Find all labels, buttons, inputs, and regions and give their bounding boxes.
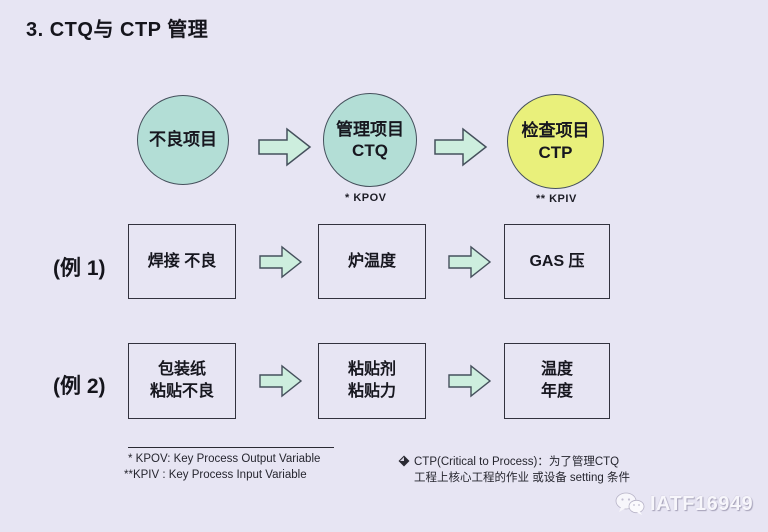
circle-ctq: 管理项目 CTQ <box>323 93 417 187</box>
footnote-ctp-line1: CTP(Critical to Process)：为了管理CTQ <box>414 456 620 468</box>
box-text: 粘贴不良 <box>149 383 214 400</box>
page-title: 3. CTQ与 CTP 管理 <box>26 19 209 41</box>
block-arrow-icon <box>448 245 492 279</box>
circle-ctp-sublabel: CTP <box>538 142 573 162</box>
circle-ctp-label: 检查项目 <box>521 121 590 141</box>
block-arrow-icon <box>434 127 488 167</box>
footnote-ctp-line2: 工程上核心工程的作业 或设备 setting 条件 <box>414 472 630 484</box>
example1-label: (例 1) <box>53 257 106 280</box>
circle-ctp: 检查项目 CTP <box>507 94 604 189</box>
circle-ctq-label: 管理项目 <box>336 119 404 139</box>
box-text: 焊接 不良 <box>147 252 217 270</box>
box-text: 炉温度 <box>347 252 396 270</box>
circle-ctq-sublabel: CTQ <box>352 141 388 160</box>
diamond-bullet-icon <box>398 454 410 472</box>
example2-box-defect: 包装纸 粘贴不良 <box>128 343 236 419</box>
block-arrow-icon <box>448 364 492 398</box>
footnote-kpiv: **KPIV : Key Process Input Variable <box>124 469 307 481</box>
box-text: 粘贴剂 <box>347 361 396 379</box>
block-arrow-icon <box>258 127 312 167</box>
circle-defect-label: 不良项目 <box>149 130 217 150</box>
block-arrow-icon <box>259 364 303 398</box>
footnote-divider <box>128 447 334 448</box>
example1-box-ctq: 炉温度 <box>318 224 426 299</box>
box-text: GAS 压 <box>529 252 585 270</box>
footnote-kpov: * KPOV: Key Process Output Variable <box>128 453 321 465</box>
block-arrow-icon <box>259 245 303 279</box>
box-text: 粘贴力 <box>347 383 396 400</box>
kpov-note: * KPOV <box>345 192 387 204</box>
circle-defect-item: 不良项目 <box>137 95 229 185</box>
box-text: 年度 <box>540 383 573 400</box>
example1-box-ctp: GAS 压 <box>504 224 610 299</box>
wechat-icon <box>615 492 645 521</box>
example2-box-ctq: 粘贴剂 粘贴力 <box>318 343 426 419</box>
watermark-text: IATF16949 <box>650 493 754 515</box>
kpiv-note: ** KPIV <box>536 193 577 205</box>
example1-box-defect: 焊接 不良 <box>128 224 236 299</box>
example2-box-ctp: 温度 年度 <box>504 343 610 419</box>
box-text: 包装纸 <box>157 361 206 379</box>
example2-label: (例 2) <box>53 375 106 398</box>
box-text: 温度 <box>540 361 573 379</box>
